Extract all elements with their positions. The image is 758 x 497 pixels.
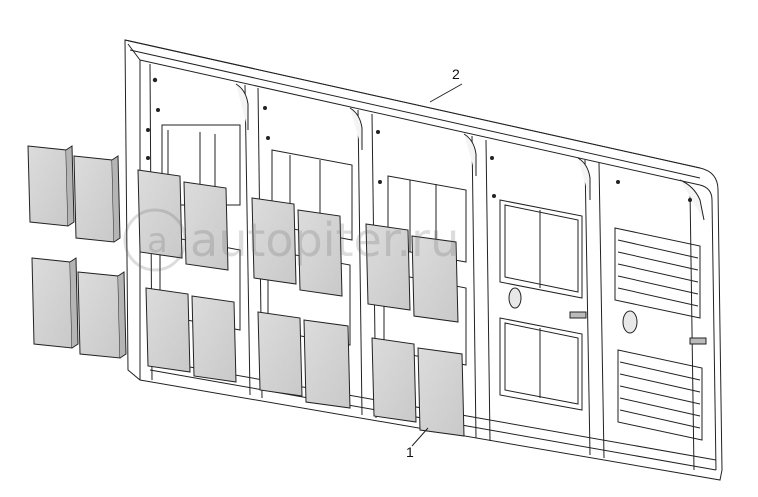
callout-2: 2 xyxy=(452,66,460,82)
watermark-text: autopiter.ru xyxy=(190,213,459,267)
callout-1: 1 xyxy=(406,444,414,460)
insulation-pads xyxy=(27,145,465,437)
watermark: a autopiter.ru xyxy=(123,208,459,272)
leader-lines xyxy=(411,83,463,447)
watermark-logo-icon xyxy=(123,208,187,272)
watermark-logo-letter: a xyxy=(147,221,168,261)
